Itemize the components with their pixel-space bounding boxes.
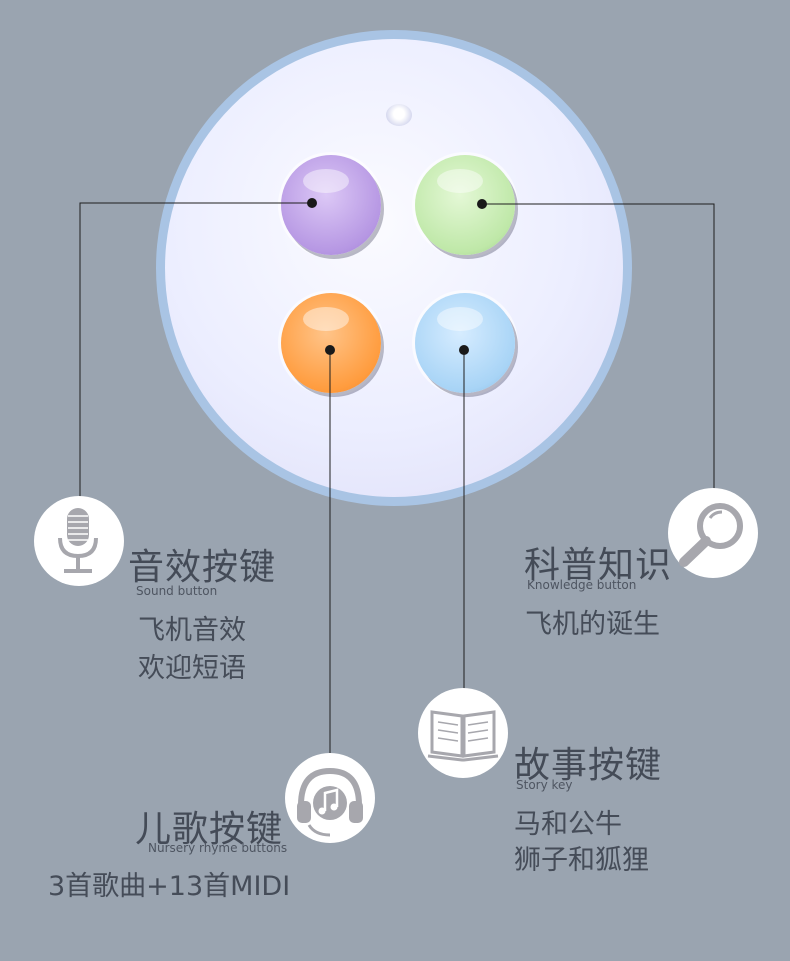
- story-line-1: 马和公牛: [514, 809, 622, 840]
- callout-dot-sound: [307, 198, 317, 208]
- story-title: 故事按键: [514, 745, 663, 786]
- story-subtitle: Story key: [516, 778, 573, 792]
- callout-dot-knowledge: [477, 199, 487, 209]
- callout-dot-story: [459, 345, 469, 355]
- knowledge-line-1: 飞机的诞生: [525, 609, 660, 640]
- knowledge-title: 科普知识: [524, 545, 673, 586]
- sound-subtitle: Sound button: [136, 584, 218, 598]
- headphones-music-icon: [297, 767, 363, 837]
- nursery-line-1: 3首歌曲+13首MIDI: [48, 871, 291, 902]
- speaker-hole: [386, 104, 412, 126]
- story-line-2: 狮子和狐狸: [514, 845, 649, 876]
- orange-nursery-button[interactable]: [281, 293, 381, 393]
- magnifier-badge: [668, 488, 758, 578]
- nursery-title: 儿歌按键: [135, 809, 284, 850]
- callout-line-knowledge: [482, 203, 715, 492]
- sound-line-2: 欢迎短语: [138, 653, 246, 684]
- knowledge-subtitle: Knowledge button: [527, 578, 637, 592]
- book-badge: [418, 688, 508, 778]
- sound-line-1: 飞机音效: [138, 615, 246, 646]
- microphone-badge: [34, 496, 124, 586]
- callout-dot-nursery: [325, 345, 335, 355]
- purple-sound-button[interactable]: [281, 155, 381, 255]
- book-icon: [427, 710, 499, 762]
- nursery-subtitle: Nursery rhyme buttons: [148, 841, 288, 855]
- blue-story-button[interactable]: [415, 293, 515, 393]
- headphones-badge: [285, 753, 375, 843]
- green-knowledge-button[interactable]: [415, 155, 515, 255]
- callout-line-sound: [79, 202, 312, 505]
- sound-title: 音效按键: [128, 547, 277, 588]
- microphone-icon: [58, 508, 98, 573]
- magnifier-icon: [679, 503, 743, 567]
